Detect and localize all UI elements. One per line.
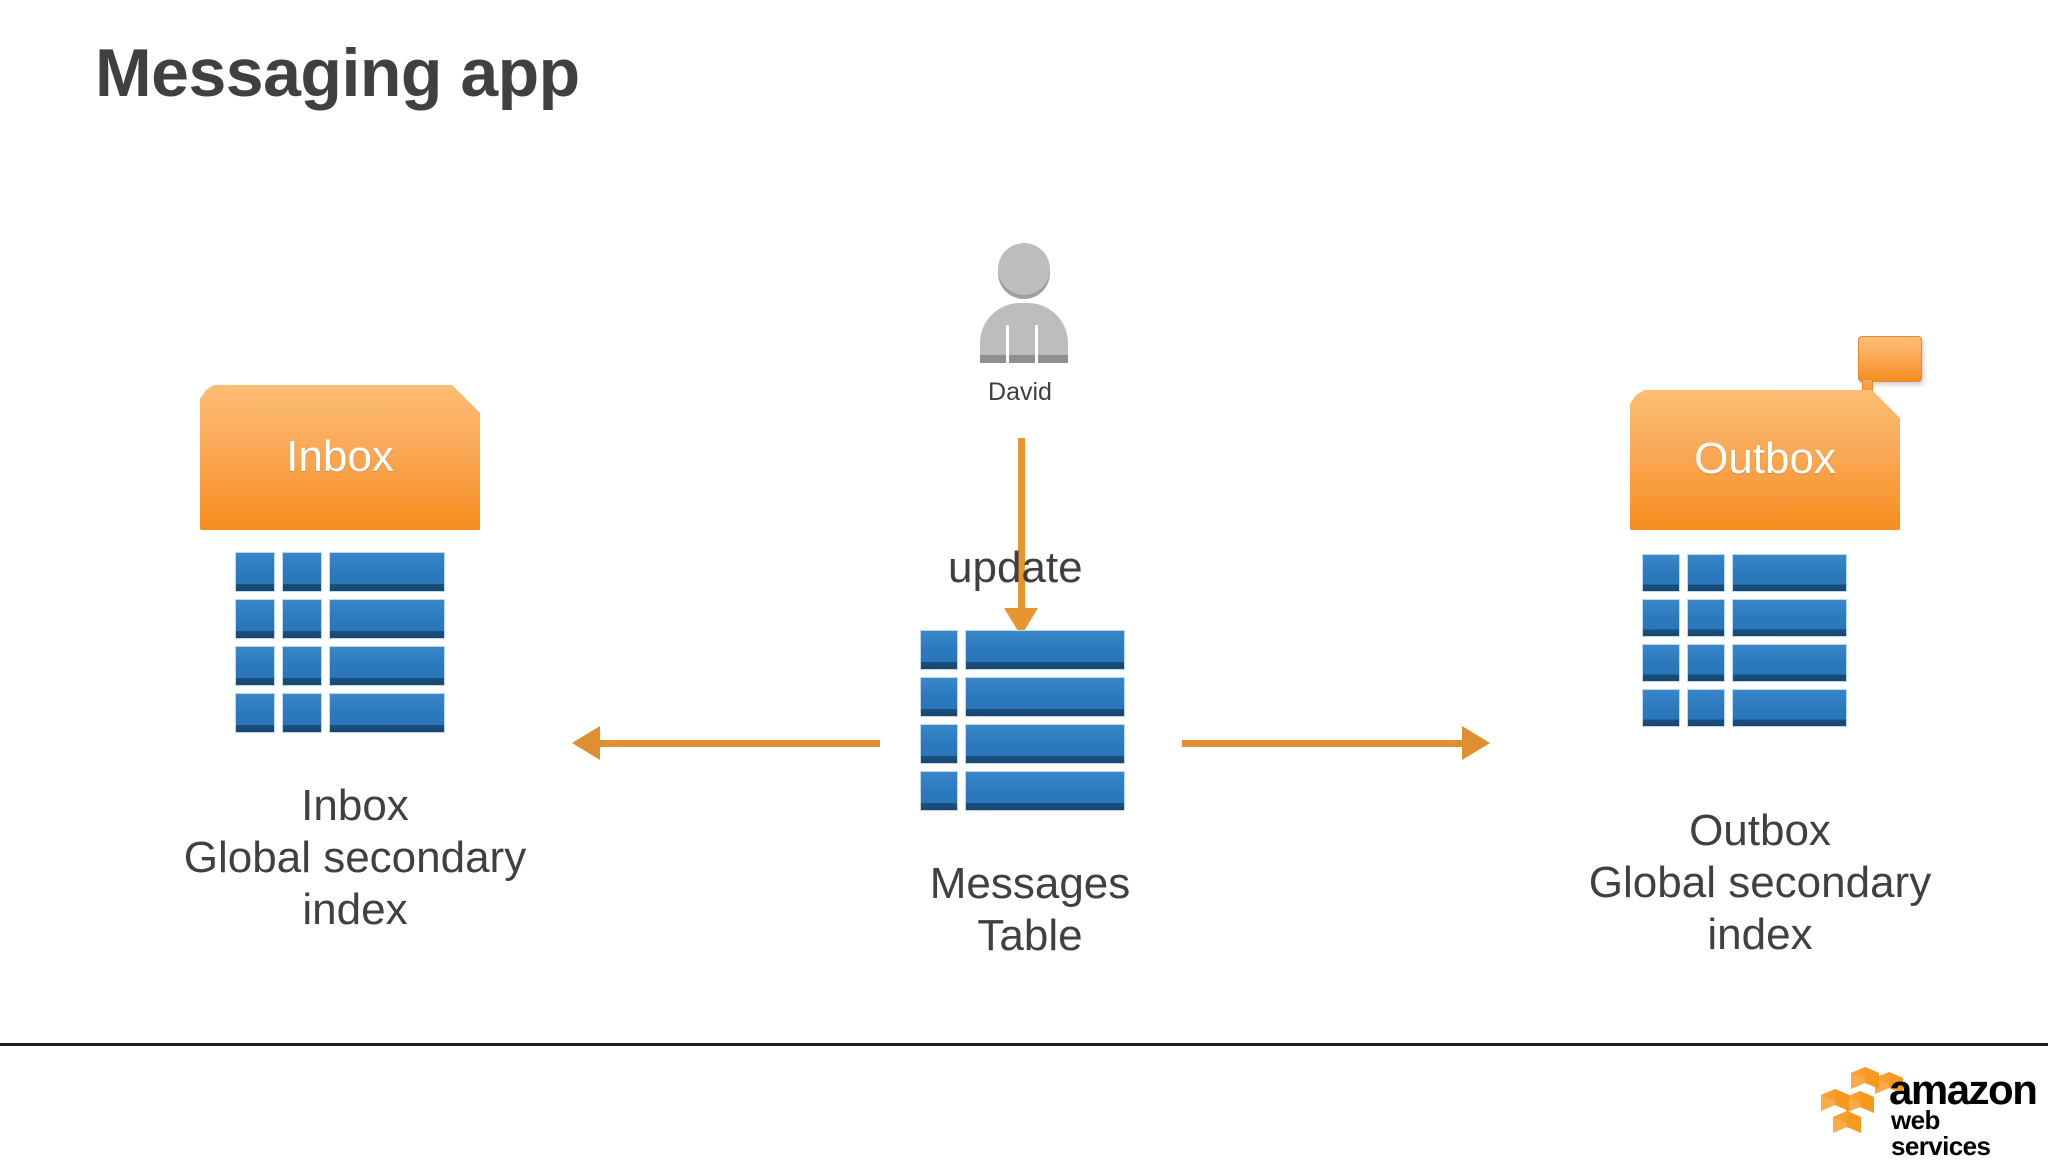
table-cell <box>920 677 958 717</box>
person-base-shadow <box>980 355 1068 363</box>
arrow-left-icon <box>572 726 600 760</box>
table-cell <box>920 724 958 764</box>
inbox-badge-label: Inbox <box>286 431 394 481</box>
flag-stem-icon <box>1862 380 1873 394</box>
inbox-table-icon <box>235 552 445 733</box>
table-cell <box>1642 644 1680 682</box>
outbox-badge[interactable]: Outbox <box>1630 336 1922 530</box>
table-cell <box>282 599 322 639</box>
node-outbox-index: Outbox <box>1620 336 1940 727</box>
actor-label: David <box>988 378 1052 406</box>
table-row <box>235 693 445 733</box>
table-cell <box>282 646 322 686</box>
page-title: Messaging app <box>95 35 580 111</box>
table-cell <box>1687 689 1725 727</box>
outbox-table-icon <box>1642 554 1847 727</box>
table-row <box>235 552 445 592</box>
table-cell <box>235 552 275 592</box>
arrow-left-shaft <box>600 740 880 747</box>
table-row <box>920 677 1125 717</box>
flag-icon <box>1858 336 1922 382</box>
table-cell <box>282 552 322 592</box>
inbox-badge[interactable]: Inbox <box>200 385 480 530</box>
table-cell <box>965 724 1125 764</box>
table-cell <box>329 552 445 592</box>
table-row <box>235 646 445 686</box>
inbox-badge-shape: Inbox <box>200 385 480 530</box>
table-row <box>1642 554 1847 592</box>
table-cell <box>329 693 445 733</box>
table-cell <box>329 599 445 639</box>
messages-table-icon <box>920 630 1125 811</box>
table-cell <box>965 630 1125 670</box>
table-cell <box>965 677 1125 717</box>
table-cell <box>329 646 445 686</box>
table-cell <box>235 693 275 733</box>
arrow-down-shaft <box>1018 438 1025 628</box>
inbox-badge-face <box>200 385 480 530</box>
table-row <box>920 630 1125 670</box>
messages-caption: Messages Table <box>929 859 1131 960</box>
inbox-caption: Inbox Global secondary index <box>183 781 527 934</box>
aws-logo-webservices-text: web services <box>1891 1105 1991 1161</box>
table-row <box>1642 599 1847 637</box>
table-cell <box>1687 554 1725 592</box>
table-cell <box>235 599 275 639</box>
table-row <box>235 599 445 639</box>
table-cell <box>235 646 275 686</box>
node-inbox-index: Inbox <box>180 385 530 733</box>
table-cell <box>1642 599 1680 637</box>
table-cell <box>920 771 958 811</box>
table-row <box>920 724 1125 764</box>
table-cell <box>1732 644 1847 682</box>
table-row <box>1642 644 1847 682</box>
person-body-icon <box>980 303 1068 363</box>
arrow-right-icon <box>1462 726 1490 760</box>
table-cell <box>1642 554 1680 592</box>
table-row <box>920 771 1125 811</box>
aws-logo-amazon-text: amazon <box>1889 1066 2038 1113</box>
table-cell <box>1642 689 1680 727</box>
arrow-right-shaft <box>1182 740 1462 747</box>
aws-logo: amazon web services <box>1813 1063 2038 1159</box>
outbox-caption: Outbox Global secondary index <box>1588 806 1932 959</box>
actor-david: David <box>975 243 1068 406</box>
table-cell <box>1687 599 1725 637</box>
table-row <box>1642 689 1847 727</box>
table-cell <box>920 630 958 670</box>
person-arm-gap-left <box>1006 325 1009 363</box>
outbox-badge-label: Outbox <box>1694 434 1836 483</box>
person-head-icon <box>998 243 1050 295</box>
table-cell <box>282 693 322 733</box>
table-cell <box>1732 599 1847 637</box>
node-messages-table <box>920 630 1130 811</box>
table-cell <box>1732 689 1847 727</box>
person-arm-gap-right <box>1035 325 1038 363</box>
update-label: update <box>948 543 1083 592</box>
footer-divider <box>0 1043 2048 1046</box>
aws-cubes-icon <box>1821 1067 1903 1133</box>
outbox-badge-face <box>1630 390 1900 530</box>
outbox-badge-shape: Outbox <box>1630 390 1900 530</box>
table-cell <box>965 771 1125 811</box>
table-cell <box>1732 554 1847 592</box>
table-cell <box>1687 644 1725 682</box>
